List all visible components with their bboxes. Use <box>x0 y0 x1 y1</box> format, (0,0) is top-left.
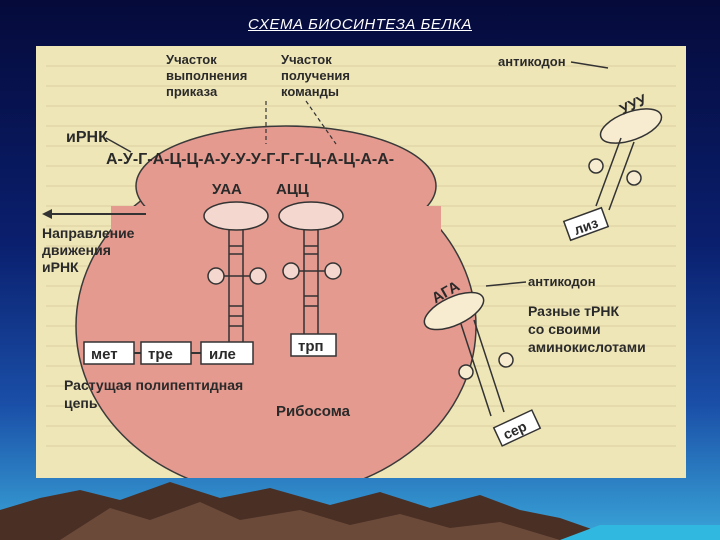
chain-ile: иле <box>209 346 236 363</box>
mountain-silhouette <box>0 470 720 540</box>
direction-label-3: иРНК <box>42 259 79 275</box>
chain-tre: тре <box>148 346 173 363</box>
mrna-sequence: А-У-Г-А-Ц-Ц-А-У-У-У-Г-Г-Г-Ц-А-Ц-А-А- <box>106 151 394 168</box>
mrna-label: иРНК <box>66 129 108 146</box>
direction-label-1: Направление <box>42 225 135 241</box>
various-trna-label-1: Разные тРНК <box>528 303 619 319</box>
growing-chain-label-1: Растущая полипептидная <box>64 377 243 393</box>
ribosome-label: Рибосома <box>276 403 351 420</box>
site-recv-label-2: получения <box>281 68 350 83</box>
growing-chain-label-2: цепь <box>64 395 98 411</box>
mrna-pointer <box>106 138 131 152</box>
codon-right: АЦЦ <box>276 181 309 198</box>
trna-liz <box>589 102 666 210</box>
chain-met: мет <box>91 346 118 363</box>
site-recv-label-1: Участок <box>281 52 332 67</box>
diagram-panel: иРНК А-У-Г-А-Ц-Ц-А-У-У-У-Г-Г-Г-Ц-А-Ц-А-А… <box>36 46 686 478</box>
chain-trp: трп <box>298 338 324 355</box>
site-exec-label-1: Участок <box>166 52 217 67</box>
site-exec-label-3: приказа <box>166 84 218 99</box>
various-trna-label-2: со своими <box>528 321 601 337</box>
site-exec-label-2: выполнения <box>166 68 247 83</box>
codon-left: УАА <box>212 181 242 198</box>
direction-label-2: движения <box>42 242 111 258</box>
anticodon-label-top: антикодон <box>498 54 566 69</box>
protein-synthesis-diagram: иРНК А-У-Г-А-Ц-Ц-А-У-У-У-Г-Г-Г-Ц-А-Ц-А-А… <box>36 46 686 478</box>
anticodon-pointer-mid <box>486 282 526 286</box>
slide-title: СХЕМА БИОСИНТЕЗА БЕЛКА <box>0 16 720 33</box>
site-recv-label-3: команды <box>281 84 339 99</box>
anticodon-label-mid: антикодон <box>528 274 596 289</box>
anticodon-pointer-top <box>571 62 608 68</box>
various-trna-label-3: аминокислотами <box>528 339 646 355</box>
ribosome <box>76 126 476 478</box>
